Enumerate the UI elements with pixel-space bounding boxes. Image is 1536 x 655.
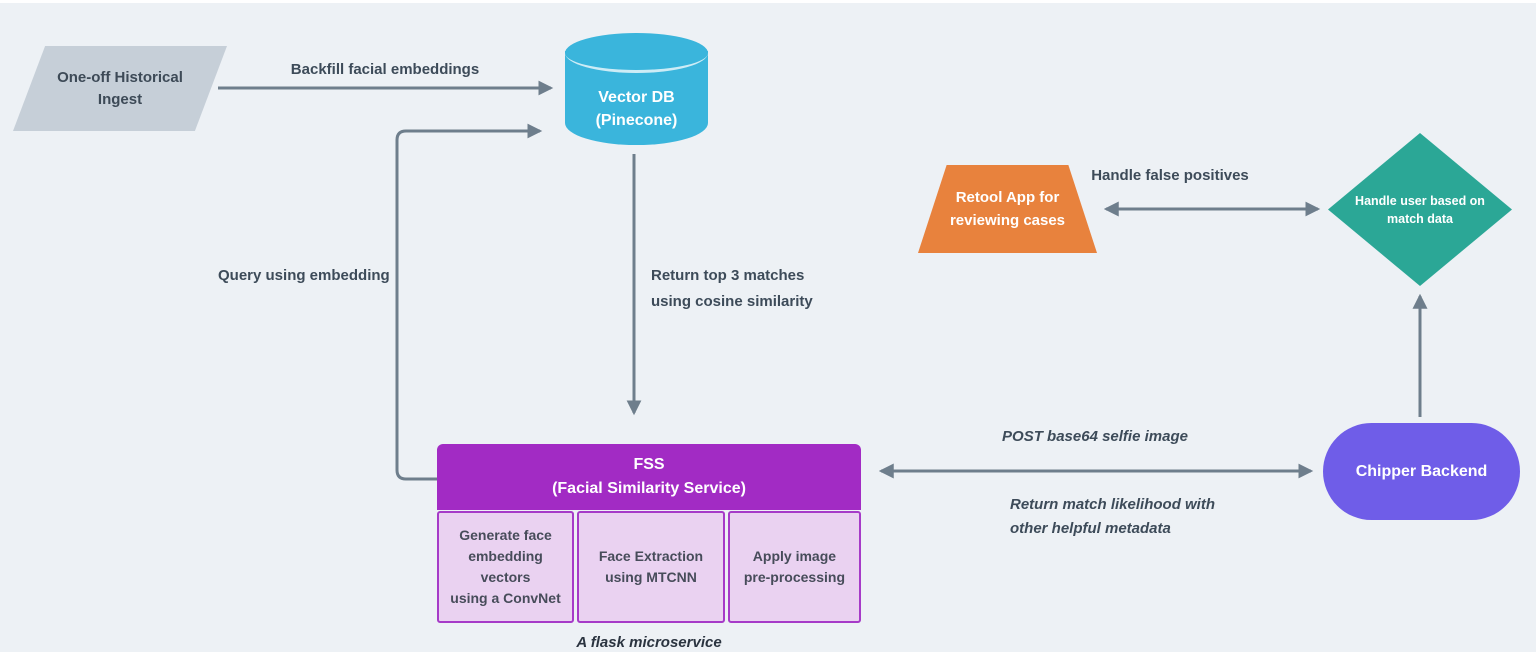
edge-label-return-matches: Return top 3 matches using cosine simila…: [651, 267, 813, 310]
fss-sub-image-preprocessing[interactable]: Apply image pre-processing: [727, 511, 861, 623]
edge-label-false-positives: Handle false positives: [1091, 167, 1249, 184]
fss-sub-row: Generate face embedding vectors using a …: [437, 511, 861, 623]
vector-db-label: Vector DB (Pinecone): [595, 89, 678, 129]
edge-label-post-selfie: POST base64 selfie image: [1002, 428, 1188, 445]
node-one-off-historical-ingest[interactable]: One-off Historical Ingest: [13, 46, 227, 131]
edge-label-backfill: Backfill facial embeddings: [290, 61, 480, 78]
fss-caption: A flask microservice: [576, 634, 722, 651]
node-retool-app[interactable]: Retool App for reviewing cases: [918, 165, 1097, 253]
node-handle-user-decision[interactable]: Handle user based on match data: [1328, 133, 1512, 286]
edge-label-return-match: Return match likelihood with other helpf…: [1010, 496, 1216, 537]
vector-db-cylinder-top: [565, 33, 708, 73]
fss-header: FSS (Facial Similarity Service): [437, 444, 861, 510]
arrow-query-using-embedding: [395, 123, 543, 481]
fss-sub-face-extraction[interactable]: Face Extraction using MTCNN: [577, 511, 725, 623]
node-fss-group[interactable]: FSS (Facial Similarity Service) Generate…: [437, 444, 861, 623]
node-chipper-backend[interactable]: Chipper Backend: [1323, 423, 1520, 520]
node-label: Ingest: [97, 90, 143, 108]
fss-sub-generate-embeddings[interactable]: Generate face embedding vectors using a …: [437, 511, 575, 623]
node-label: One-off Historical: [57, 68, 183, 86]
edge-label-query: Query using embedding: [218, 267, 390, 284]
